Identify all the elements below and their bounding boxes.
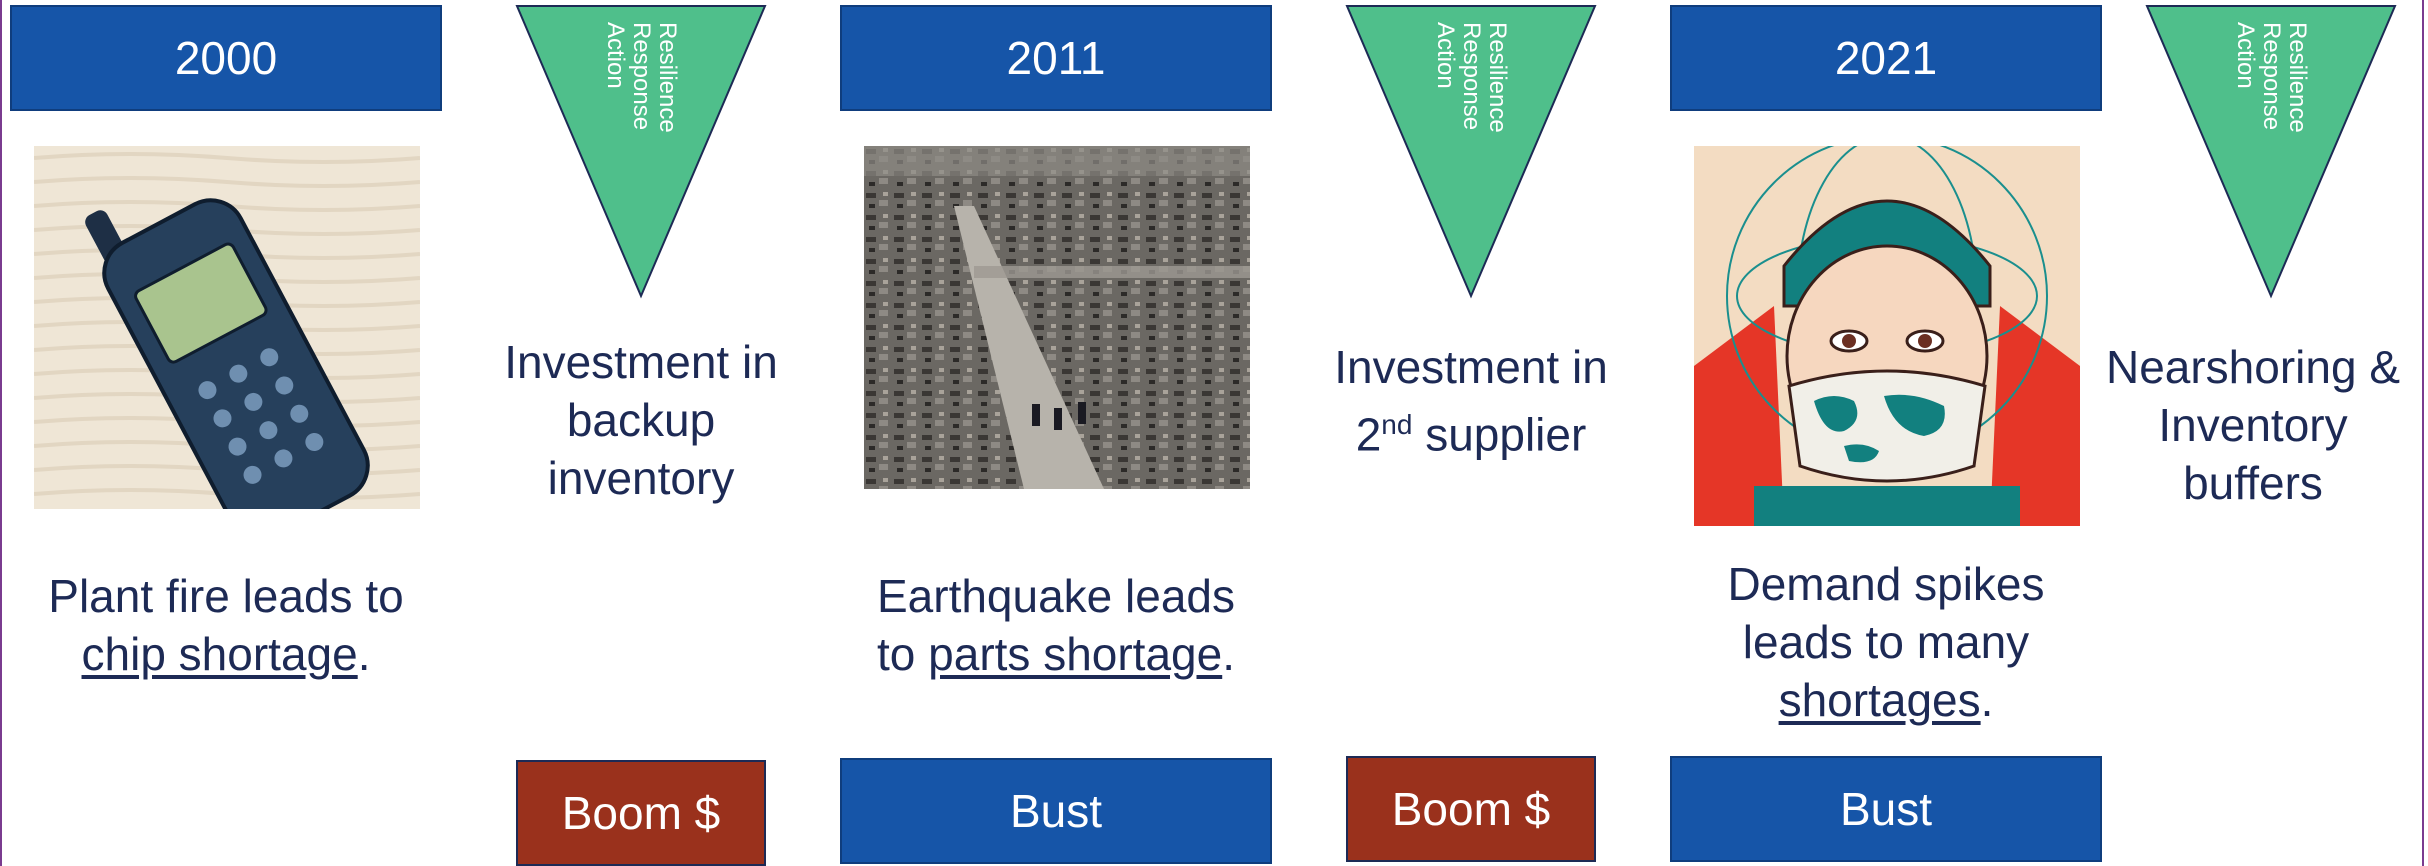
resilience-triangle-1 [515, 5, 767, 299]
event-text-underlined: shortages [1778, 674, 1981, 726]
earthquake-debris-photo [864, 146, 1250, 489]
mobile-phone-photo [34, 146, 420, 509]
triangle-label-line: Response [2258, 22, 2285, 131]
triangle-label-line: Resilience [654, 22, 681, 133]
triangle-label-line: Resilience [1484, 22, 1511, 133]
event-text-period: . [357, 628, 371, 680]
triangle-label-1: Resilience Response Action [515, 4, 767, 154]
year-2021-box: 2021 [1670, 5, 2102, 111]
event-text-underlined: parts shortage [928, 628, 1223, 680]
triangle-label-line: Response [628, 22, 655, 131]
action-text-2-superscript: nd [1381, 409, 1413, 440]
event-text-2011: Earthquake leads to parts shortage. [870, 567, 1242, 683]
triangle-label-line: Action [2232, 22, 2259, 89]
boom-box-2: Boom $ [1346, 756, 1596, 862]
action-text-2: Investment in 2nd supplier [1300, 338, 1642, 463]
action-text-3: Nearshoring & Inventory buffers [2105, 341, 2401, 509]
bust-box-1: Bust [840, 758, 1272, 864]
event-text-2000: Plant fire leads to chip shortage. [40, 567, 412, 683]
event-text-plain: Demand spikes leads to many [1727, 558, 2045, 668]
action-text-2-line1: Investment in [1334, 341, 1608, 393]
year-2011-box: 2011 [840, 5, 1272, 111]
masked-nurse-illustration [1694, 146, 2080, 526]
resilience-triangle-2 [1345, 5, 1597, 299]
action-text-1: Investment in backup inventory [504, 336, 778, 504]
boom-box-1: Boom $ [516, 760, 766, 866]
action-text-2-line2: supplier [1412, 408, 1587, 461]
event-text-plain: Plant fire leads to [48, 570, 404, 622]
triangle-label-line: Action [1432, 22, 1459, 89]
bust-box-2: Bust [1670, 756, 2102, 862]
triangle-label-3: Resilience Response Action [2145, 4, 2397, 154]
event-text-plain: Earthquake leads to [876, 570, 1236, 680]
resilience-triangle-3 [2145, 5, 2397, 299]
triangle-label-2: Resilience Response Action [1345, 4, 1597, 154]
triangle-label-line: Response [1458, 22, 1485, 131]
event-text-period: . [1980, 674, 1994, 726]
event-text-underlined: chip shortage [81, 628, 358, 680]
event-text-2021: Demand spikes leads to many shortages. [1700, 555, 2072, 729]
action-text-2-number: 2 [1355, 408, 1382, 461]
event-text-period: . [1222, 628, 1235, 680]
year-2000-box: 2000 [10, 5, 442, 111]
triangle-label-line: Action [602, 22, 629, 89]
triangle-label-line: Resilience [2284, 22, 2311, 133]
